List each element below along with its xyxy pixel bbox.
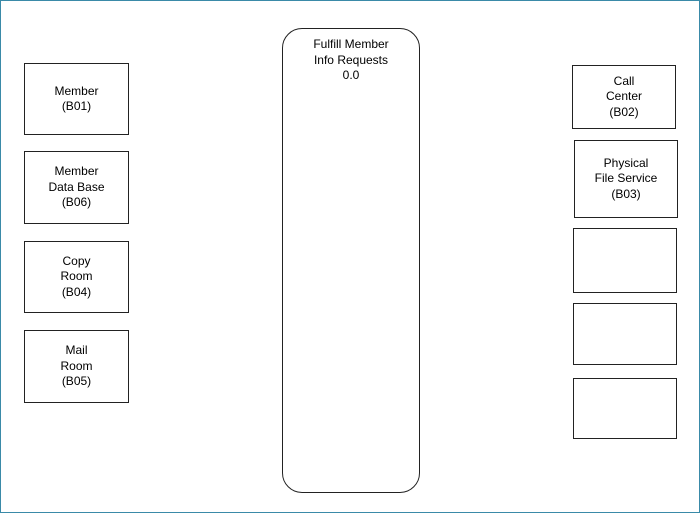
label-line: (B04) <box>61 284 92 299</box>
empty-box[interactable] <box>573 303 677 365</box>
label-line: Room <box>60 269 93 284</box>
label-line: Copy <box>62 253 91 268</box>
label-line: File Service <box>594 171 658 186</box>
process-line: Info Requests <box>313 52 389 67</box>
label-line: Data Base <box>48 179 105 194</box>
process-line: Fulfill Member <box>313 37 389 51</box>
label-line: (B02) <box>609 104 639 119</box>
process-line: 0.0 <box>342 68 360 82</box>
member-box-label: Member (B01) <box>54 84 98 115</box>
member-database-box[interactable]: Member Data Base (B06) <box>24 151 129 224</box>
label-line: (B05) <box>61 374 92 389</box>
label-line: Member <box>54 164 99 179</box>
member-box[interactable]: Member (B01) <box>24 63 129 135</box>
label-line: (B03) <box>611 186 641 201</box>
label-line: Call <box>613 73 635 88</box>
mail-room-box-label: Mail Room (B05) <box>60 343 92 390</box>
label-line: Member <box>54 83 99 98</box>
process-label: Fulfill Member Info Requests 0.0 <box>283 37 419 84</box>
empty-box[interactable] <box>573 228 677 293</box>
label-line: (B01) <box>61 99 92 113</box>
physical-file-service-box-label: Physical File Service (B03) <box>595 156 658 203</box>
call-center-box[interactable]: Call Center (B02) <box>572 65 676 129</box>
mail-room-box[interactable]: Mail Room (B05) <box>24 330 129 403</box>
member-database-box-label: Member Data Base (B06) <box>48 164 104 211</box>
physical-file-service-box[interactable]: Physical File Service (B03) <box>574 140 678 218</box>
label-line: Room <box>60 358 93 373</box>
label-line: (B06) <box>61 195 92 210</box>
empty-box[interactable] <box>573 378 677 439</box>
label-line: Mail <box>65 343 88 358</box>
copy-room-box-label: Copy Room (B04) <box>60 254 92 301</box>
call-center-box-label: Call Center (B02) <box>606 74 642 121</box>
fulfill-member-info-requests-process[interactable]: Fulfill Member Info Requests 0.0 <box>282 28 420 493</box>
label-line: Center <box>605 89 643 104</box>
copy-room-box[interactable]: Copy Room (B04) <box>24 241 129 313</box>
label-line: Physical <box>603 155 649 170</box>
